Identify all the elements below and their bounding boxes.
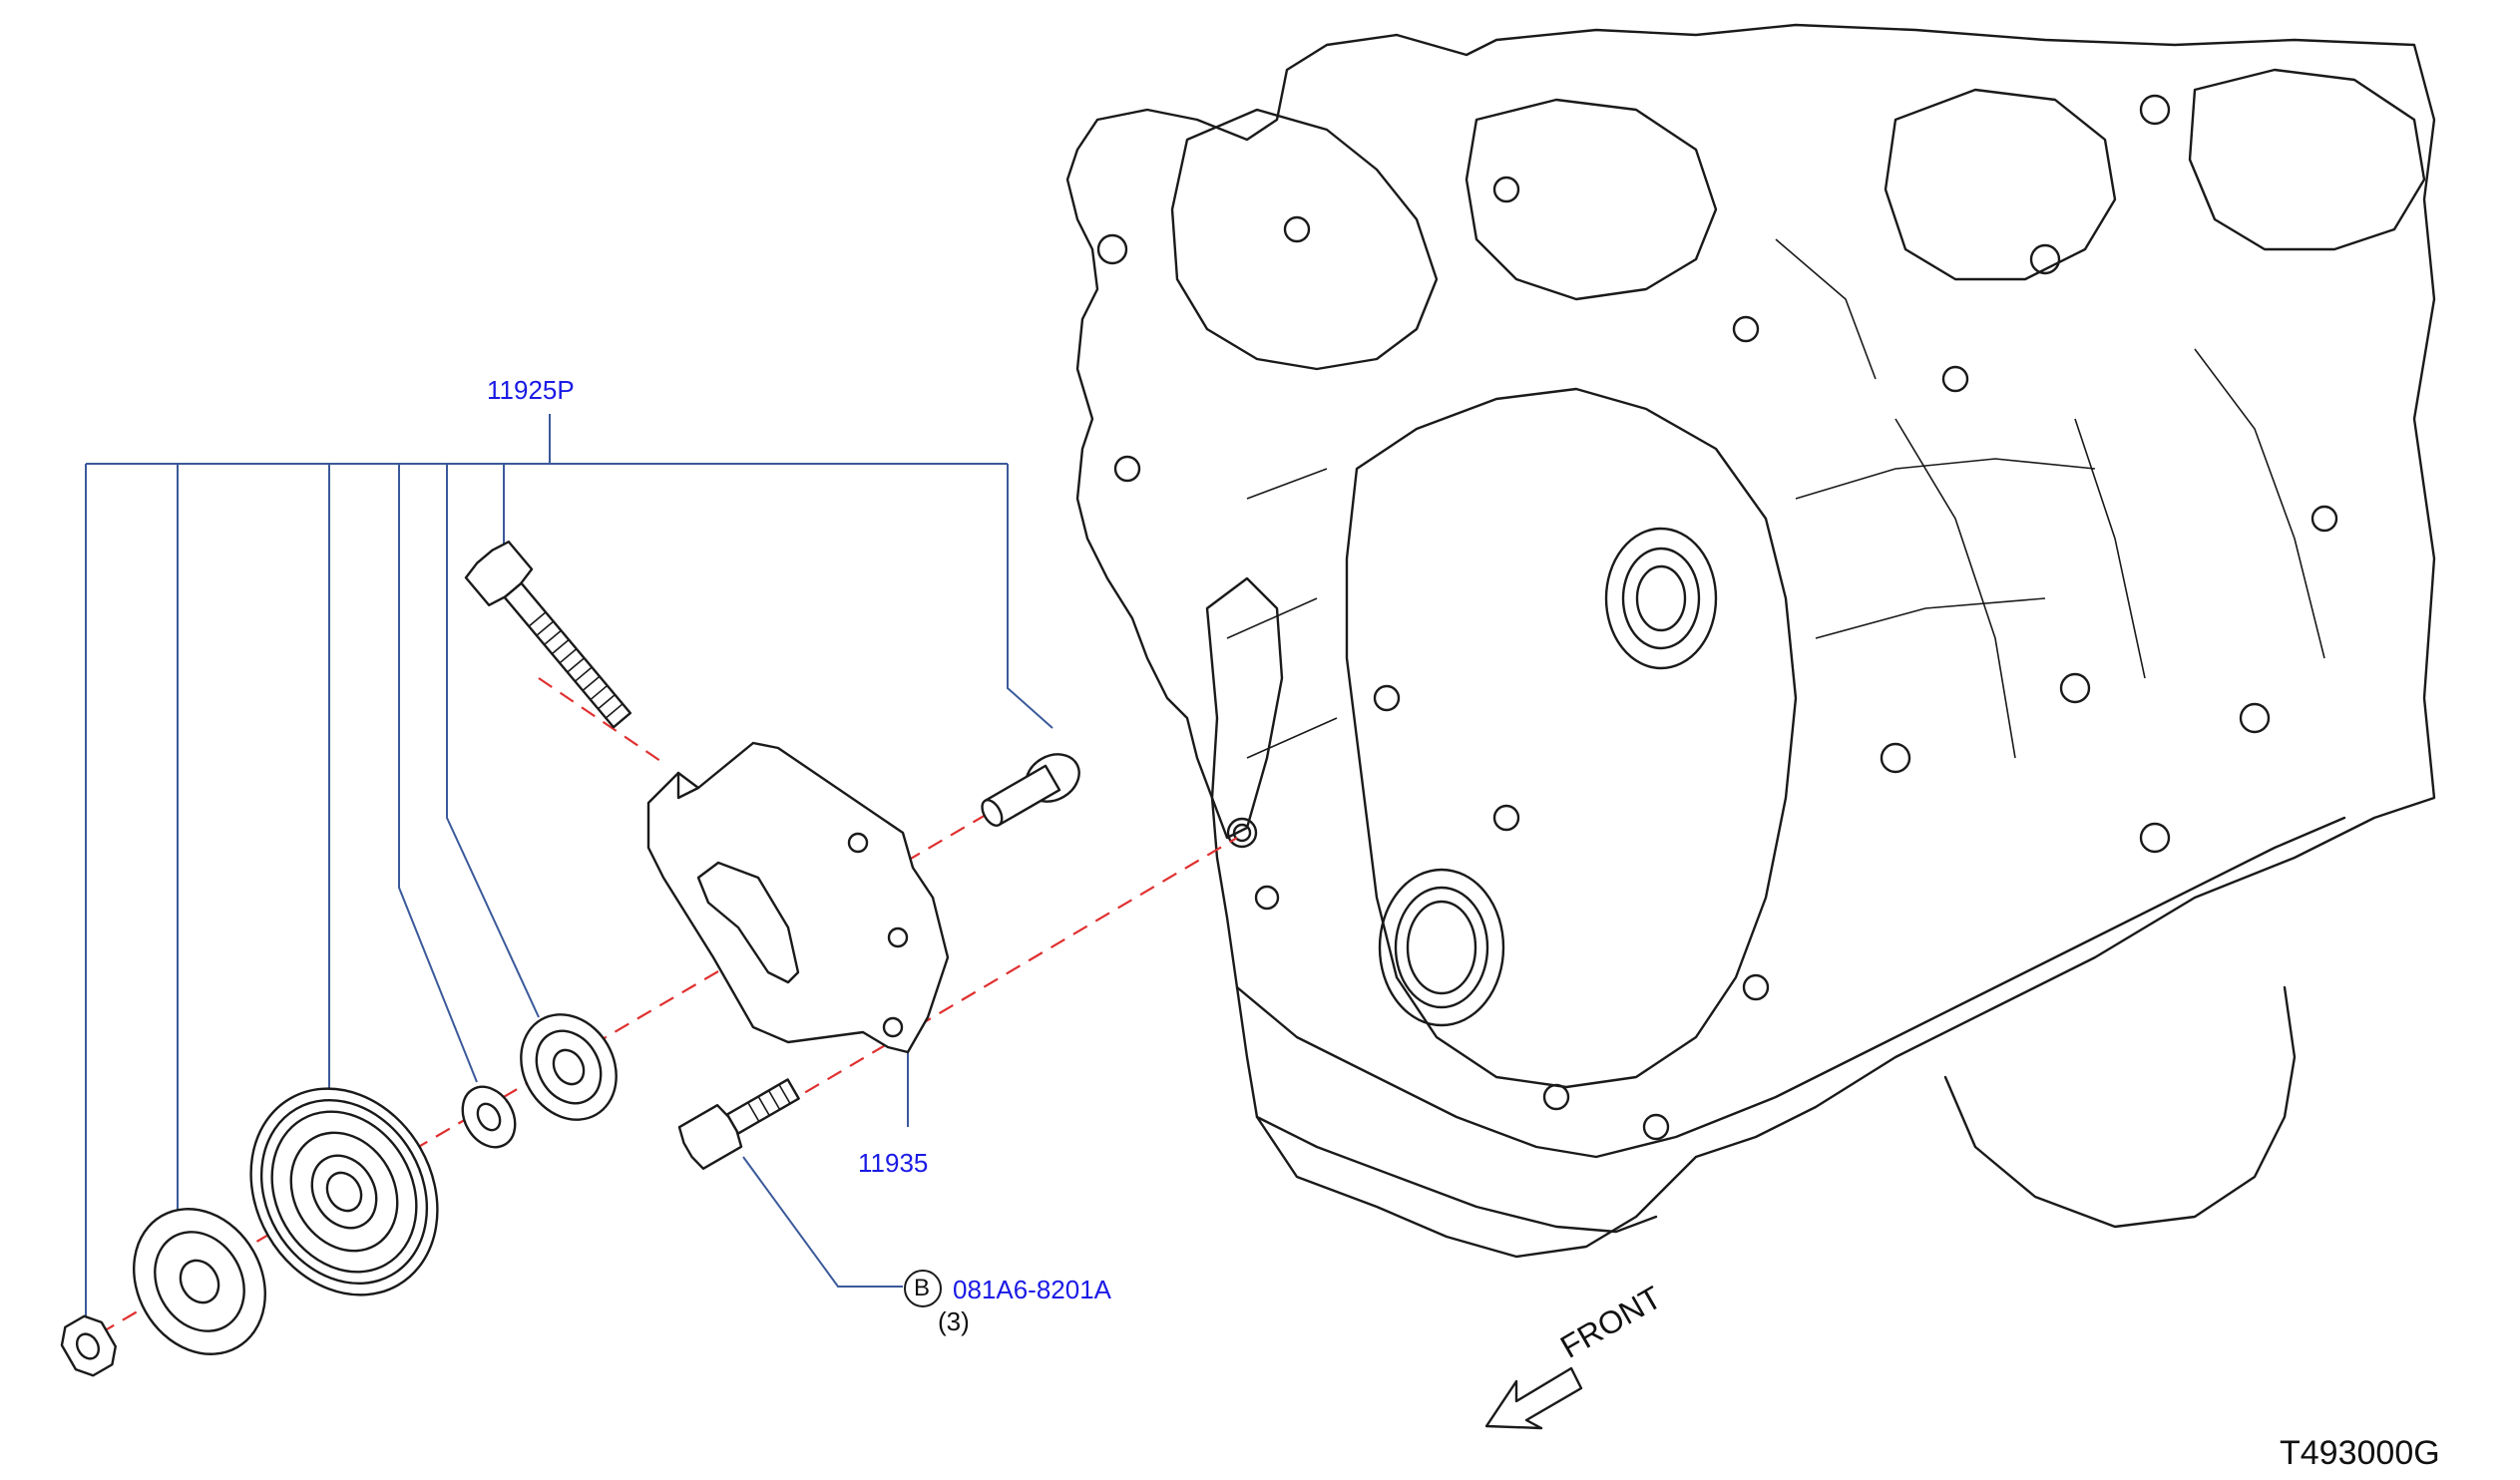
leader-lines [85, 414, 1053, 1316]
pivot-stud [981, 753, 1080, 827]
arrow-icon [1484, 1366, 1583, 1430]
pulley-washer [133, 1208, 266, 1355]
hex-nut [60, 1314, 117, 1377]
mounting-bolt [677, 1078, 800, 1170]
leader-stud [1007, 464, 1053, 729]
leader-collar [446, 464, 540, 1018]
bolt-quantity-label: (3) [938, 1306, 970, 1336]
bolt-symbol-circle [904, 1270, 942, 1307]
bolt-part-number-label: 081A6-8201A [953, 1275, 1112, 1304]
idler-pulley [249, 1087, 439, 1296]
bracket-part-number-label: 11935 [858, 1148, 929, 1178]
long-bolt [464, 541, 632, 729]
engine-block-illustration [1065, 23, 2436, 1259]
bolt-axis-line [737, 837, 1238, 1133]
bolt-symbol-letter: B [914, 1275, 931, 1301]
assembly-part-number-label: 11925P [487, 375, 575, 405]
tensioner-bracket [646, 741, 950, 1054]
leader-spacer [398, 464, 478, 1083]
figure-code: T493000G [2280, 1434, 2440, 1472]
leader-mount-bolt [742, 1156, 903, 1288]
collar [520, 1013, 618, 1121]
spacer [461, 1085, 517, 1149]
